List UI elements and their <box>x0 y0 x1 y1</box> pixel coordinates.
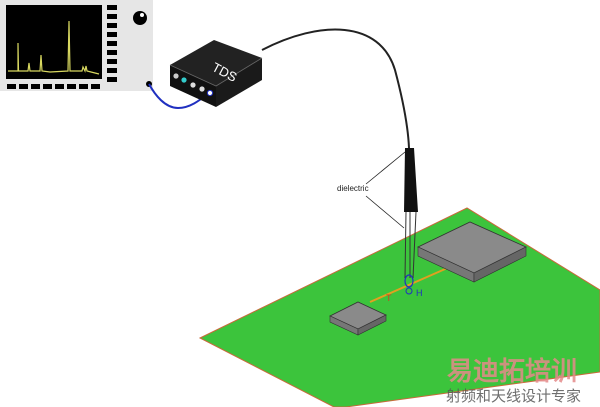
trace-label-t: T <box>386 293 392 303</box>
probe-tip-loop <box>404 274 414 288</box>
callout-line <box>365 151 406 185</box>
probe-cable <box>261 28 410 149</box>
watermark-tagline: 射频和天线设计专家 <box>446 388 581 405</box>
tdr-probe <box>404 148 418 295</box>
side-buttons <box>107 5 117 82</box>
watermark: 易迪拓培训 射频和天线设计专家 <box>446 356 581 405</box>
callout-line <box>365 195 405 229</box>
tds-instrument: TDS <box>169 40 263 107</box>
signal-trace <box>369 265 453 303</box>
oscilloscope <box>0 0 153 91</box>
waveform <box>8 20 100 75</box>
bottom-buttons <box>7 84 100 89</box>
watermark-brand: 易迪拓培训 <box>447 356 577 386</box>
small-ic-chip <box>329 301 387 336</box>
oscilloscope-screen <box>6 5 102 79</box>
knob-icon <box>133 11 147 25</box>
large-ic-chip <box>417 221 527 283</box>
trace-label-h: H <box>416 288 423 298</box>
dielectric-label: dielectric <box>337 184 369 193</box>
